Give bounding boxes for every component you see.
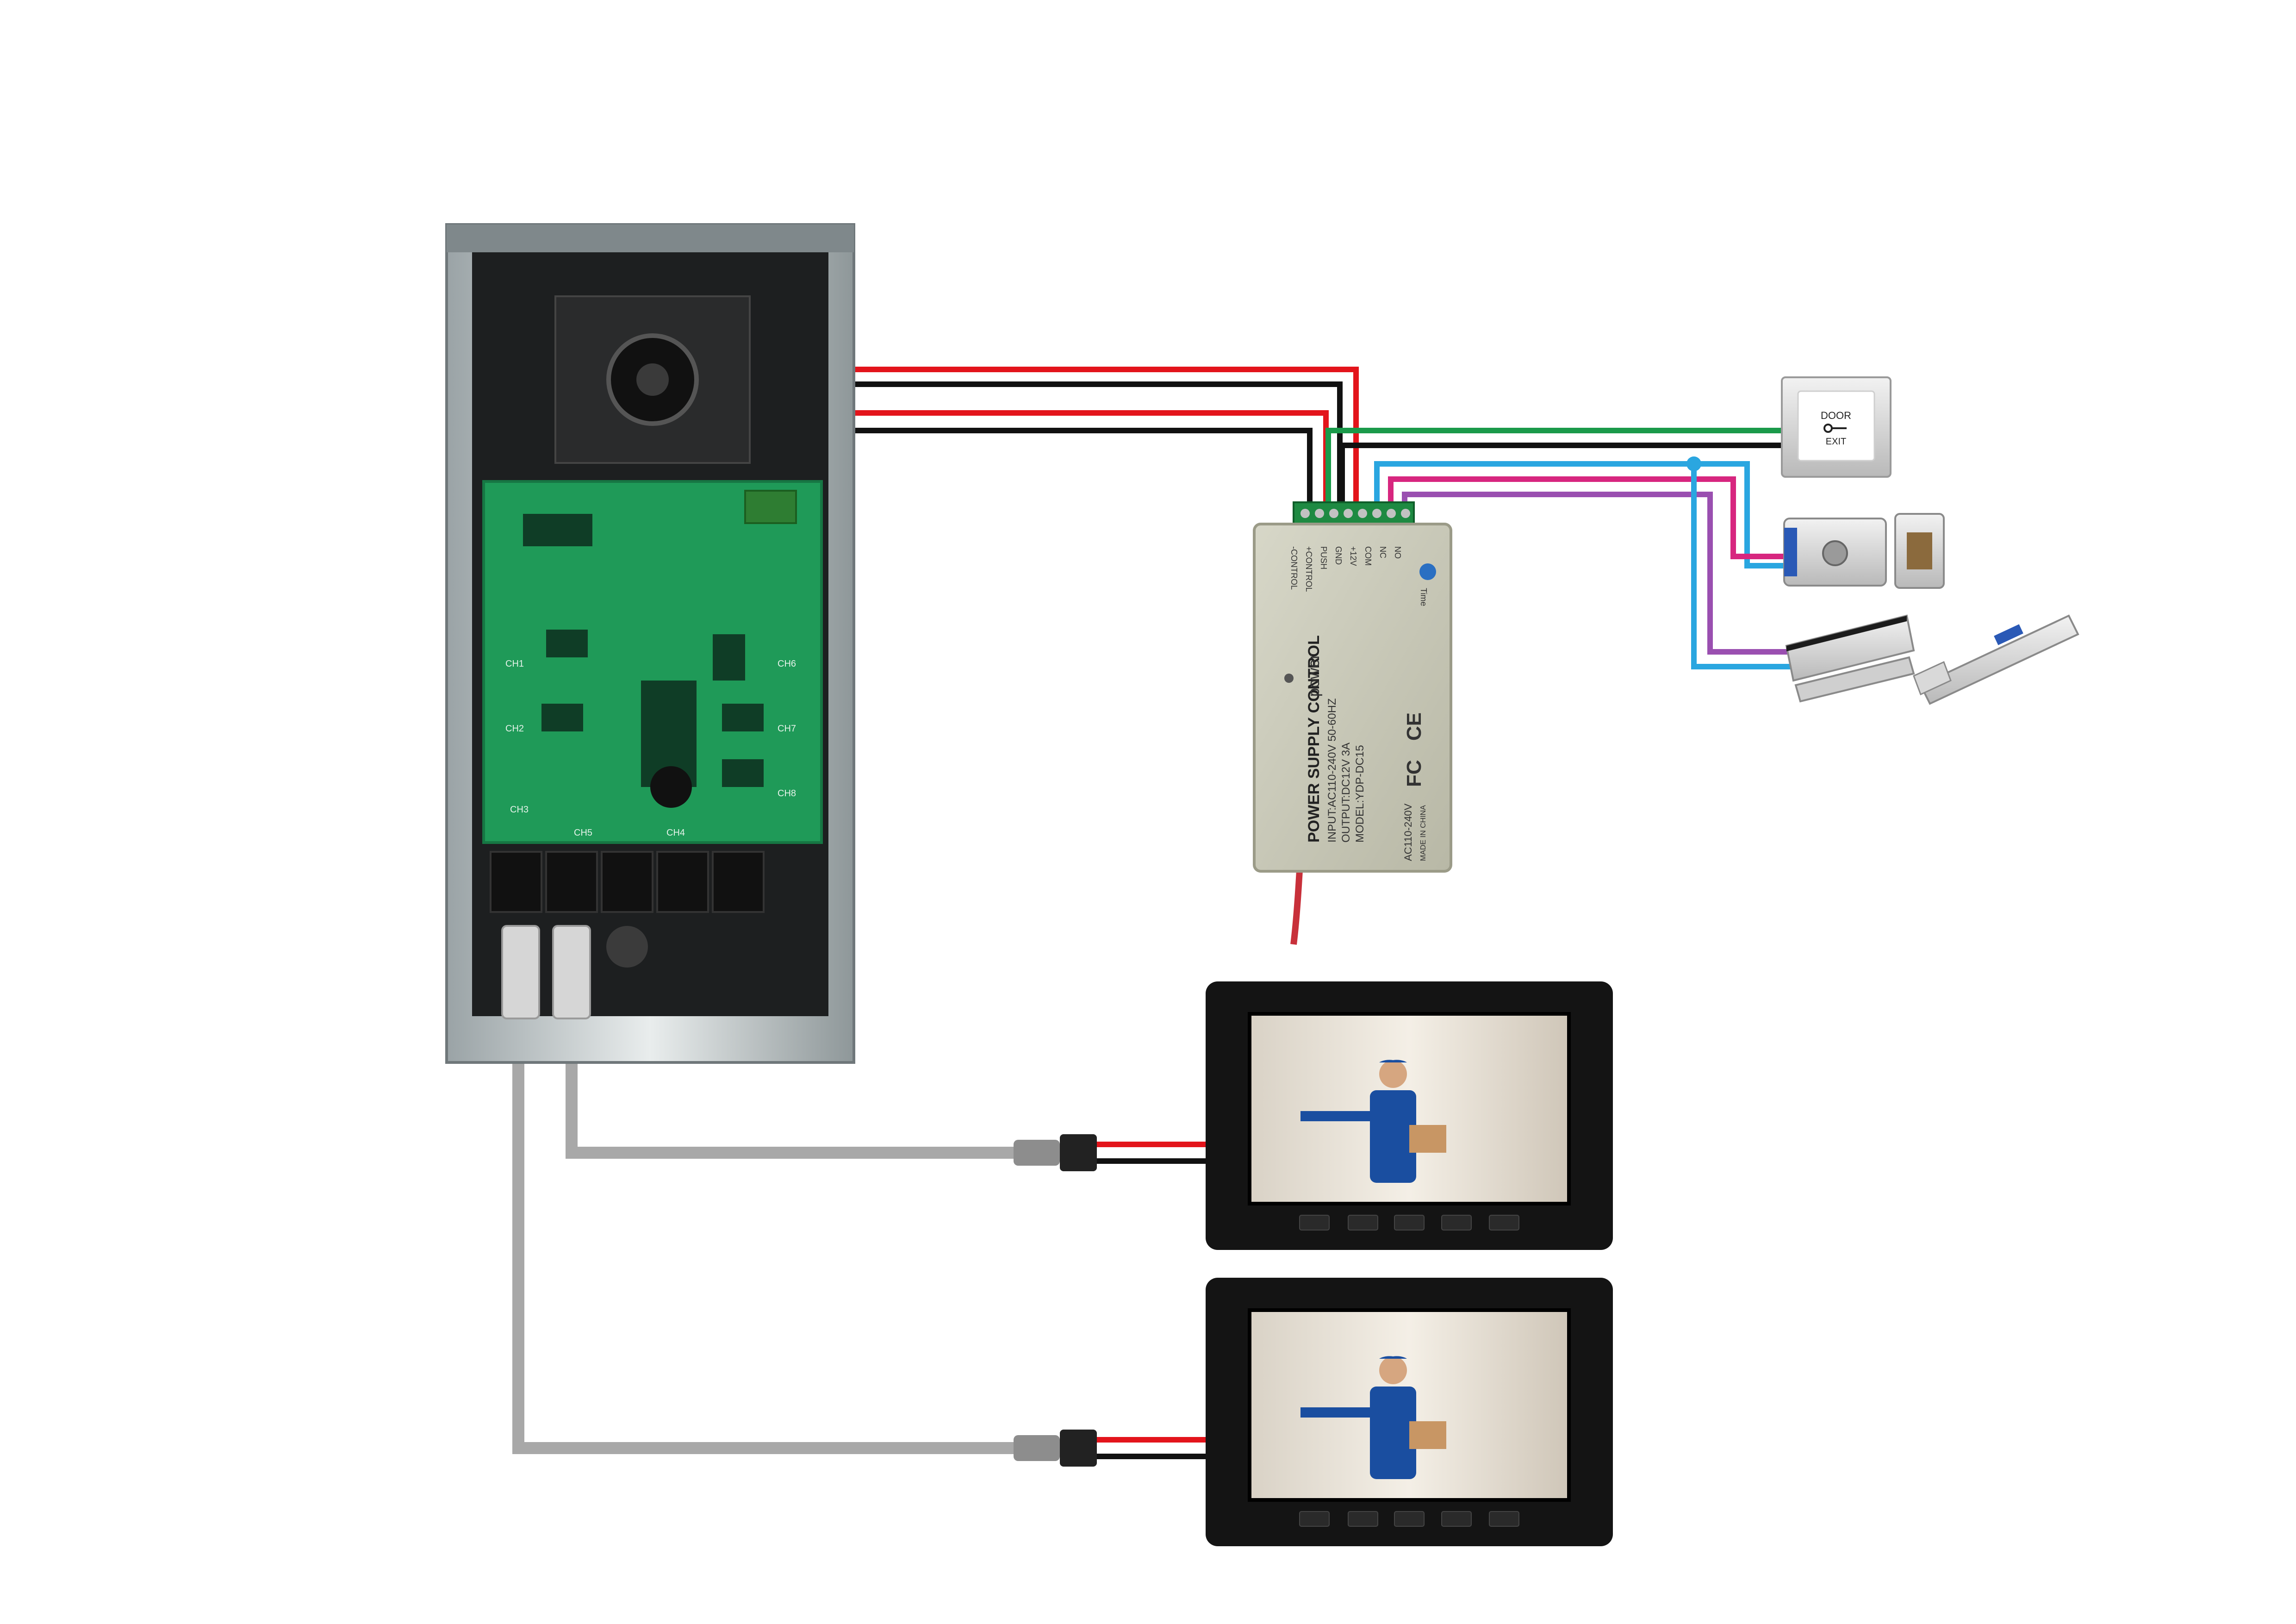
psu-terminal-label-3: PUSH [1319, 546, 1328, 569]
pcb-components [523, 514, 764, 787]
exit-button-line2: EXIT [1826, 437, 1846, 447]
monitor-2-buttons [1299, 1511, 1519, 1527]
wire-junction [1686, 456, 1701, 471]
pcb-label-ch4: CH4 [666, 828, 685, 838]
monitor-1-leads [1097, 1142, 1213, 1164]
music-icon[interactable] [1348, 1215, 1378, 1230]
pcb-label-ch8: CH8 [778, 788, 796, 799]
psu-body [1253, 523, 1452, 873]
magnetic-lock-icon [1785, 614, 1915, 703]
pcb-label-ch1: CH1 [505, 659, 524, 669]
psu-mains-cable [1290, 870, 1303, 945]
psu-brand: power [1305, 654, 1323, 697]
psu-terminal-label-4: GND [1334, 546, 1343, 565]
psu-led [1284, 674, 1294, 683]
electric-bolt-lock-icon [1913, 614, 2079, 705]
psu-terminal-label-1: -CONTROL [1289, 546, 1299, 590]
cable-monitor-2 [512, 1018, 1034, 1454]
pcb-label-ch6: CH6 [778, 659, 796, 669]
outdoor-camera-unit-icon: CH1 CH2 CH3 CH4 CH5 CH6 CH7 CH8 [445, 223, 855, 1064]
camera-lens-inner [636, 363, 669, 396]
psu-terminal-label-7: NC [1378, 546, 1388, 558]
key-icon [1823, 424, 1847, 433]
psu-time-label: Time [1419, 588, 1428, 606]
wire-magenta [1388, 476, 1784, 559]
psu-title: POWER SUPPLY CONTROL [1305, 635, 1323, 843]
outdoor-speaker [606, 926, 648, 968]
psu-spec-output: OUTPUT:DC12V 3A [1340, 743, 1352, 843]
psu-terminal-label-2: +CONTROL [1304, 546, 1313, 592]
call-icon[interactable] [1489, 1215, 1519, 1230]
wire-blue-branch [1691, 464, 1791, 669]
pcb-label-ch5: CH5 [574, 828, 592, 838]
exit-button-face [1797, 390, 1875, 462]
monitor-2-person-icon [1300, 1356, 1446, 1479]
wire-green [1325, 428, 1782, 515]
psu-made-in: MADE IN CHINA [1419, 805, 1427, 861]
screen-icon[interactable] [1394, 1215, 1425, 1230]
psu-ce-mark: CE [1403, 712, 1425, 741]
psu-spec-input: INPUT:AC110-240V 50-60HZ [1326, 698, 1338, 843]
monitor-2-leads [1097, 1437, 1213, 1459]
pcb-buzzer [650, 766, 692, 808]
speaker-icon[interactable] [1299, 1511, 1330, 1527]
psu-side-label: AC110-240V [1402, 803, 1414, 861]
monitor-1-buttons [1299, 1215, 1519, 1230]
outdoor-unit-top-cap [447, 225, 854, 252]
electric-lock-icon [1783, 513, 1945, 589]
pcb-label-ch2: CH2 [505, 724, 524, 734]
unlock-icon[interactable] [1441, 1511, 1472, 1527]
exit-button-line1: DOOR [1821, 410, 1851, 421]
psu-terminal-label-8: NO [1393, 546, 1402, 559]
psu-spec-model: MODEL:YDP-DC15 [1354, 745, 1366, 843]
exit-button: DOOR EXIT [1781, 376, 1892, 478]
pcb-label-ch3: CH3 [510, 805, 529, 815]
pcb-label-ch7: CH7 [778, 724, 796, 734]
rj45-connector-1 [1014, 1134, 1097, 1171]
unlock-icon[interactable] [1441, 1215, 1472, 1230]
power-supply-unit: -CONTROL +CONTROL PUSH GND +12V COM NC N… [1253, 501, 1452, 873]
time-knob-icon [1419, 563, 1436, 580]
pcb-capacitor [744, 490, 797, 524]
psu-fc-mark: FC [1403, 760, 1425, 787]
wire-purple [1402, 492, 1791, 655]
rj45-plugs [501, 925, 591, 1019]
indoor-monitor-2 [1206, 1278, 1613, 1546]
psu-terminal-label-6: COM [1363, 546, 1373, 566]
monitor-1-person-icon [1300, 1060, 1446, 1183]
call-icon[interactable] [1489, 1511, 1519, 1527]
psu-terminal-screws [1300, 509, 1410, 518]
wire-blue [1374, 461, 1784, 568]
music-icon[interactable] [1348, 1511, 1378, 1527]
rj45-connector-2 [1014, 1430, 1097, 1467]
indoor-monitor-1 [1206, 981, 1613, 1250]
speaker-icon[interactable] [1299, 1215, 1330, 1230]
camera-module [554, 295, 751, 464]
wire-black-3 [1339, 443, 1782, 515]
terminal-blocks [490, 851, 765, 913]
screen-icon[interactable] [1394, 1511, 1425, 1527]
psu-terminal-label-5: +12V [1349, 546, 1358, 566]
